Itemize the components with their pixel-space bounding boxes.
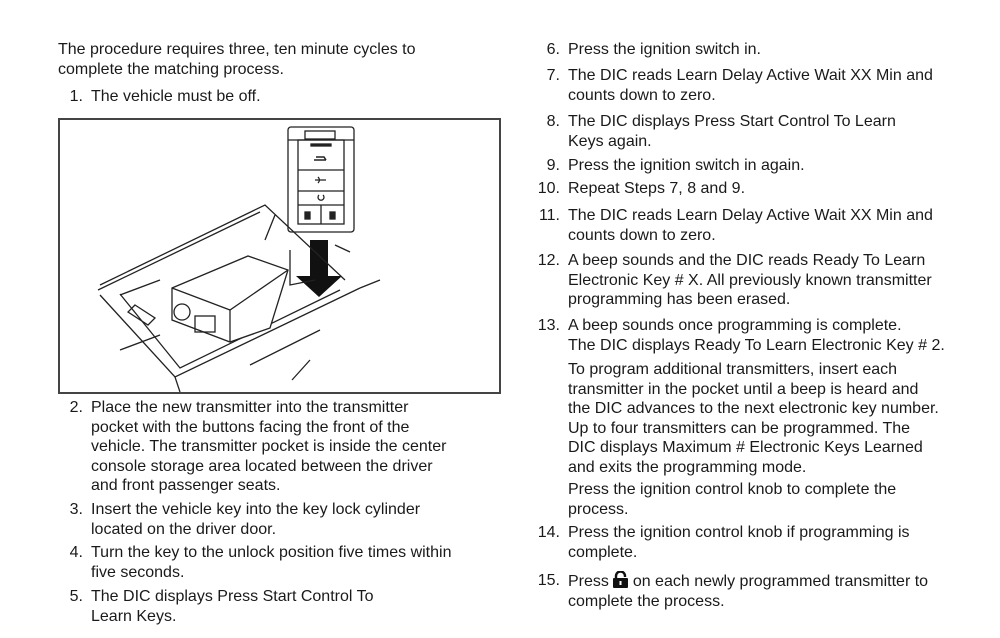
step-number: 7. xyxy=(546,67,560,84)
step-text: Insert the vehicle key into the key lock… xyxy=(91,501,421,518)
step-text: The DIC reads Learn Delay Active Wait XX… xyxy=(568,67,933,84)
step-text: To program additional transmitters, inse… xyxy=(568,361,898,378)
step-number: 4. xyxy=(69,544,83,561)
step-number: 15. xyxy=(537,572,560,589)
step-number: 6. xyxy=(546,41,560,58)
step-text: Up to four transmitters can be programme… xyxy=(568,419,911,437)
step-text: Place the new transmitter into the trans… xyxy=(91,399,409,416)
step-text: located on the driver door. xyxy=(91,520,277,538)
step-number: 10. xyxy=(537,180,560,197)
step-text: Press xyxy=(568,573,609,590)
step-text: A beep sounds once programming is comple… xyxy=(568,317,902,334)
step-text: Press the ignition control knob if progr… xyxy=(568,524,910,541)
step-text: transmitter in the pocket until a beep i… xyxy=(568,380,919,398)
step-text: and front passenger seats. xyxy=(91,477,281,494)
step-text: Press the ignition switch in. xyxy=(568,41,761,58)
step-text: The vehicle must be off. xyxy=(91,88,261,105)
step-text: Press the ignition switch in again. xyxy=(568,157,805,174)
step-text: The DIC reads Learn Delay Active Wait XX… xyxy=(568,207,933,224)
step-number: 14. xyxy=(537,524,560,541)
step-text: Press the ignition control knob to compl… xyxy=(568,481,897,498)
step-text: console storage area located between the… xyxy=(91,457,433,475)
step-number: 8. xyxy=(546,113,560,130)
step-number: 9. xyxy=(546,157,560,174)
step-text: Repeat Steps 7, 8 and 9. xyxy=(568,180,746,197)
step-text: A beep sounds and the DIC reads Ready To… xyxy=(568,252,926,269)
step-text: The DIC displays Press Start Control To xyxy=(91,588,374,605)
step-text: on each newly programmed transmitter to xyxy=(632,573,929,590)
step-number: 2. xyxy=(69,399,83,416)
step-number: 11. xyxy=(538,207,560,224)
step-number: 12. xyxy=(537,252,560,269)
step-text: Learn Keys. xyxy=(91,607,177,625)
step-text: process. xyxy=(568,500,629,518)
step-text: pocket with the buttons facing the front… xyxy=(91,418,410,436)
key-fob-icon xyxy=(287,126,355,233)
step-text: complete the process. xyxy=(568,592,725,610)
step-text: Turn the key to the unlock position five… xyxy=(91,544,452,561)
intro-paragraph: The procedure requires three, ten minute… xyxy=(58,40,416,79)
step-text: and exits the programming mode. xyxy=(568,458,807,476)
step-text: vehicle. The transmitter pocket is insid… xyxy=(91,438,447,455)
intro-line: The procedure requires three, ten minute… xyxy=(58,41,416,58)
unlock-icon xyxy=(613,571,629,588)
down-arrow-icon xyxy=(296,240,342,297)
step-text: Electronic Key # X. All previously known… xyxy=(568,271,932,289)
step-number: 13. xyxy=(537,317,560,334)
intro-line: complete the matching process. xyxy=(58,60,284,78)
step-text: the DIC advances to the next electronic … xyxy=(568,400,939,417)
step-number: 1. xyxy=(69,88,83,105)
transmitter-pocket-illustration xyxy=(58,118,501,394)
step-text: five seconds. xyxy=(91,563,185,581)
step-text: programming has been erased. xyxy=(568,291,791,308)
step-text: The DIC displays Press Start Control To … xyxy=(568,113,896,130)
step-text: counts down to zero. xyxy=(568,226,716,244)
step-text: complete. xyxy=(568,543,638,561)
step-text: The DIC displays Ready To Learn Electron… xyxy=(568,336,945,354)
step-text: DIC displays Maximum # Electronic Keys L… xyxy=(568,439,923,456)
step-number: 3. xyxy=(69,501,83,518)
step-text: counts down to zero. xyxy=(568,86,716,104)
step-number: 5. xyxy=(69,588,83,605)
step-text: Keys again. xyxy=(568,132,652,150)
center-console-drawing xyxy=(97,204,381,393)
